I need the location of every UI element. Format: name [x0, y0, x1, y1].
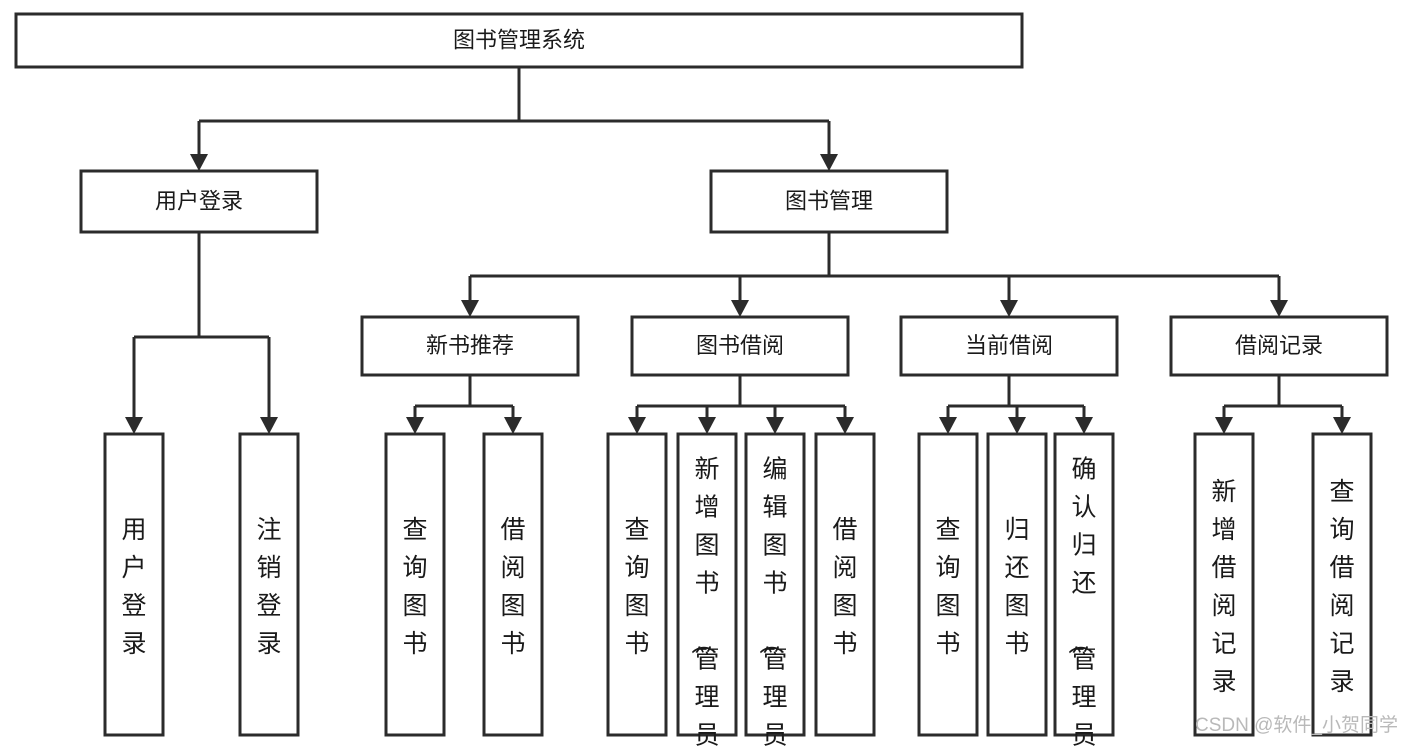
connector-group-book-manage	[461, 232, 1288, 317]
node-leaf-confirm-return[interactable]: 确认归还（管理员）	[1053, 432, 1115, 747]
arrow-head-icon	[731, 300, 749, 317]
node-label-leaf-logout: 注销登录	[256, 516, 281, 658]
connector-layer	[125, 67, 1351, 434]
node-label-leaf-query-record: 查询借阅记录	[1329, 478, 1354, 696]
node-leaf-query-book-2[interactable]: 查询图书	[606, 432, 668, 737]
arrow-head-icon	[766, 417, 784, 434]
node-box-leaf-user-login[interactable]	[103, 432, 165, 737]
node-user-login[interactable]: 用户登录	[79, 169, 319, 234]
node-box-current-borrow[interactable]	[899, 315, 1119, 377]
node-leaf-edit-book[interactable]: 编辑图书（管理员）	[744, 432, 806, 747]
node-box-book-manage[interactable]	[709, 169, 949, 234]
node-current-borrow[interactable]: 当前借阅	[899, 315, 1119, 377]
node-box-leaf-query-book-3[interactable]	[917, 432, 979, 737]
node-label-leaf-return-book: 归还图书	[1004, 516, 1029, 658]
arrow-head-icon	[820, 154, 838, 171]
connector-group-book-borrow	[628, 375, 854, 434]
node-leaf-user-login[interactable]: 用户登录	[103, 432, 165, 737]
node-box-new-book-recommend[interactable]	[360, 315, 580, 377]
node-label-book-manage: 图书管理	[785, 188, 873, 213]
node-box-leaf-query-book-2[interactable]	[606, 432, 668, 737]
connector-group-root	[190, 67, 838, 171]
arrow-head-icon	[1215, 417, 1233, 434]
node-label-leaf-add-record: 新增借阅记录	[1211, 478, 1236, 696]
arrow-head-icon	[260, 417, 278, 434]
node-box-leaf-borrow-book-1[interactable]	[482, 432, 544, 737]
node-label-leaf-borrow-book-2: 借阅图书	[832, 516, 857, 658]
node-label-book-borrow: 图书借阅	[696, 333, 784, 358]
csdn-watermark: CSDN @软件_小贺同学	[1195, 714, 1398, 736]
node-label-user-login: 用户登录	[155, 188, 243, 213]
arrow-head-icon	[1008, 417, 1026, 434]
node-box-root[interactable]	[14, 12, 1024, 69]
node-label-leaf-edit-book: 编辑图书（管理员）	[756, 455, 787, 747]
arrow-head-icon	[836, 417, 854, 434]
node-box-leaf-query-book-1[interactable]	[384, 432, 446, 737]
arrow-head-icon	[1075, 417, 1093, 434]
connector-group-new-book-recommend	[406, 375, 522, 434]
node-label-leaf-query-book-1: 查询图书	[402, 516, 427, 658]
node-label-leaf-query-book-3: 查询图书	[935, 516, 960, 658]
node-box-leaf-return-book[interactable]	[986, 432, 1048, 737]
node-label-new-book-recommend: 新书推荐	[426, 333, 514, 358]
arrow-head-icon	[461, 300, 479, 317]
node-leaf-borrow-book-2[interactable]: 借阅图书	[814, 432, 876, 737]
arrow-head-icon	[1270, 300, 1288, 317]
arrow-head-icon	[1000, 300, 1018, 317]
arrow-head-icon	[406, 417, 424, 434]
node-box-leaf-logout[interactable]	[238, 432, 300, 737]
node-layer: 图书管理系统用户登录图书管理新书推荐图书借阅当前借阅借阅记录用户登录注销登录查询…	[14, 12, 1389, 747]
node-leaf-query-record[interactable]: 查询借阅记录	[1311, 432, 1373, 737]
connector-group-borrow-record	[1215, 375, 1351, 434]
connector-group-current-borrow	[939, 375, 1093, 434]
node-root[interactable]: 图书管理系统	[14, 12, 1024, 69]
node-leaf-borrow-book-1[interactable]: 借阅图书	[482, 432, 544, 737]
node-label-current-borrow: 当前借阅	[965, 333, 1053, 358]
node-leaf-query-book-3[interactable]: 查询图书	[917, 432, 979, 737]
node-box-borrow-record[interactable]	[1169, 315, 1389, 377]
arrow-head-icon	[628, 417, 646, 434]
node-leaf-add-record[interactable]: 新增借阅记录	[1193, 432, 1255, 737]
node-box-leaf-add-record[interactable]	[1193, 432, 1255, 737]
node-leaf-add-book[interactable]: 新增图书（管理员）	[676, 432, 738, 747]
node-box-leaf-confirm-return[interactable]	[1053, 432, 1115, 737]
node-label-borrow-record: 借阅记录	[1235, 333, 1323, 358]
node-label-leaf-user-login: 用户登录	[121, 516, 146, 658]
node-label-leaf-borrow-book-1: 借阅图书	[500, 516, 525, 658]
arrow-head-icon	[504, 417, 522, 434]
node-box-leaf-query-record[interactable]	[1311, 432, 1373, 737]
node-new-book-recommend[interactable]: 新书推荐	[360, 315, 580, 377]
node-box-book-borrow[interactable]	[630, 315, 850, 377]
node-leaf-return-book[interactable]: 归还图书	[986, 432, 1048, 737]
node-leaf-logout[interactable]: 注销登录	[238, 432, 300, 737]
node-label-leaf-add-book: 新增图书（管理员）	[688, 455, 719, 747]
node-label-leaf-query-book-2: 查询图书	[624, 516, 649, 658]
arrow-head-icon	[1333, 417, 1351, 434]
node-borrow-record[interactable]: 借阅记录	[1169, 315, 1389, 377]
arrow-head-icon	[939, 417, 957, 434]
connector-group-user-login	[125, 232, 278, 434]
arrow-head-icon	[698, 417, 716, 434]
node-book-manage[interactable]: 图书管理	[709, 169, 949, 234]
node-box-user-login[interactable]	[79, 169, 319, 234]
arrow-head-icon	[125, 417, 143, 434]
node-label-leaf-confirm-return: 确认归还（管理员）	[1065, 455, 1096, 747]
node-box-leaf-borrow-book-2[interactable]	[814, 432, 876, 737]
node-leaf-query-book-1[interactable]: 查询图书	[384, 432, 446, 737]
node-box-leaf-add-book[interactable]	[676, 432, 738, 737]
node-label-root: 图书管理系统	[453, 27, 585, 52]
node-box-leaf-edit-book[interactable]	[744, 432, 806, 737]
arrow-head-icon	[190, 154, 208, 171]
node-book-borrow[interactable]: 图书借阅	[630, 315, 850, 377]
